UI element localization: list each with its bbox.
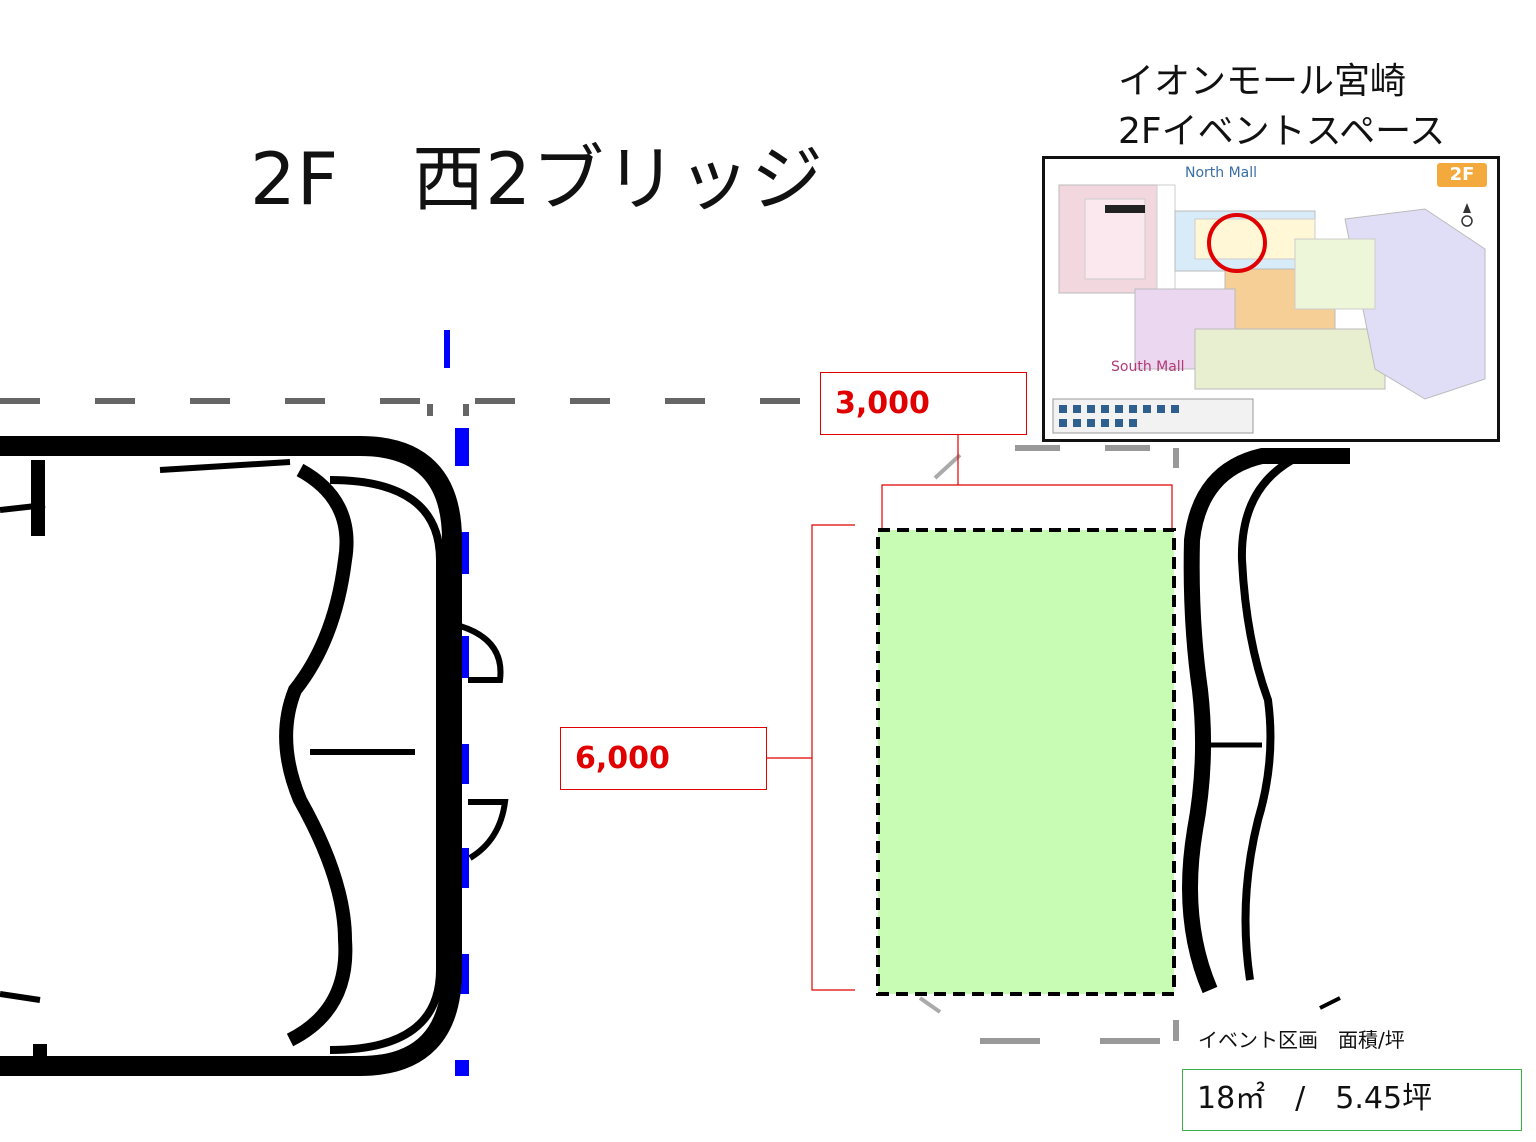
width-dimension-label: 3,000 xyxy=(820,372,1027,435)
area-value: 18㎡ / 5.45坪 xyxy=(1197,1081,1433,1116)
mini-floor-map: North Mall South Mall 2F xyxy=(1042,156,1500,442)
mall-floor-event-space-label: 2Fイベントスペース xyxy=(1118,111,1446,152)
floor-badge: 2F xyxy=(1437,163,1487,187)
event-space-area xyxy=(876,528,1176,996)
area-value-box: 18㎡ / 5.45坪 xyxy=(1182,1069,1522,1131)
depth-dimension-label: 6,000 xyxy=(560,727,767,790)
location-highlight-circle xyxy=(1207,213,1267,273)
south-mall-label: South Mall xyxy=(1111,359,1185,375)
dimension-guides xyxy=(767,435,1173,991)
left-bridge-outline xyxy=(0,436,509,1076)
right-bridge-outline xyxy=(1182,448,1350,1010)
mini-map-graphic xyxy=(1052,184,1486,434)
north-mall-label: North Mall xyxy=(1185,165,1258,181)
guide-dashed-lines xyxy=(0,398,1179,1044)
mall-name: イオンモール宮崎 xyxy=(1118,61,1407,102)
page-title: 2F 西2ブリッジ xyxy=(250,137,825,221)
north-arrow-icon xyxy=(1463,203,1471,213)
event-area-caption: イベント区画 面積/坪 xyxy=(1198,1028,1405,1052)
